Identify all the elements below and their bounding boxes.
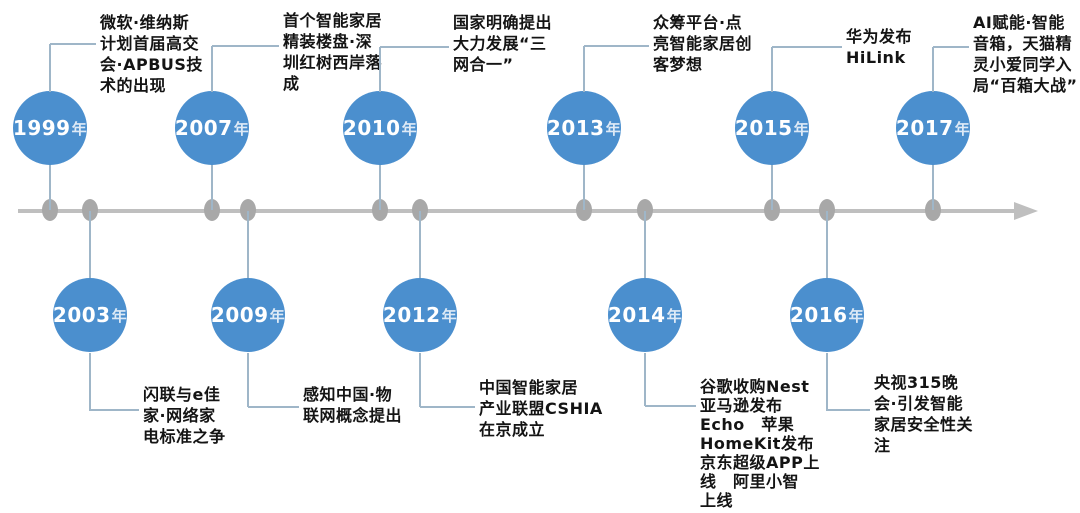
connector-horizontal xyxy=(420,406,475,408)
connector-stem xyxy=(89,211,91,278)
connector-stem xyxy=(644,211,646,278)
year-label: 2003 xyxy=(52,303,111,327)
axis-dot xyxy=(764,199,780,221)
year-suffix: 年 xyxy=(605,119,622,138)
axis-dot xyxy=(576,199,592,221)
connector-riser xyxy=(932,47,934,92)
axis-dot xyxy=(372,199,388,221)
axis-dot xyxy=(240,199,256,221)
connector-stem xyxy=(49,164,51,210)
year-suffix: 年 xyxy=(71,119,88,138)
connector-horizontal xyxy=(380,46,449,48)
connector-stem xyxy=(583,164,585,210)
connector-drop xyxy=(89,353,91,411)
connector-riser xyxy=(49,44,51,92)
event-note: AI赋能·智能 音箱，天猫精 灵小爱同学入 局“百箱大战” xyxy=(973,13,1078,95)
connector-horizontal xyxy=(827,409,870,411)
event-note: 微软·维纳斯 计划首届高交 会·APBUS技 术的出现 xyxy=(100,13,203,95)
connector-horizontal xyxy=(645,405,696,407)
timeline-axis xyxy=(18,209,1018,213)
event-note: 感知中国·物 联网概念提出 xyxy=(303,385,403,425)
connector-riser xyxy=(771,47,773,92)
connector-riser xyxy=(379,47,381,92)
connector-drop xyxy=(419,353,421,407)
year-suffix: 年 xyxy=(401,119,418,138)
axis-dot xyxy=(82,199,98,221)
year-suffix: 年 xyxy=(233,119,250,138)
year-suffix: 年 xyxy=(269,306,286,325)
year-suffix: 年 xyxy=(441,306,458,325)
axis-dot xyxy=(204,199,220,221)
year-label: 2012 xyxy=(382,303,441,327)
connector-horizontal xyxy=(933,46,969,48)
connector-drop xyxy=(644,353,646,406)
connector-horizontal xyxy=(90,409,139,411)
axis-dot xyxy=(925,199,941,221)
year-suffix: 年 xyxy=(666,306,683,325)
year-label: 2010 xyxy=(342,116,401,140)
year-label: 2009 xyxy=(210,303,269,327)
year-suffix: 年 xyxy=(954,119,971,138)
year-label: 2007 xyxy=(174,116,233,140)
connector-horizontal xyxy=(50,43,96,45)
event-note: 央视315晚 会·引发智能 家居安全性关 注 xyxy=(874,373,974,455)
connector-stem xyxy=(211,164,213,210)
axis-dot xyxy=(412,199,428,221)
year-suffix: 年 xyxy=(848,306,865,325)
event-note: 闪联与e佳 家·网络家 电标准之争 xyxy=(143,385,226,446)
year-label: 2015 xyxy=(734,116,793,140)
connector-horizontal xyxy=(584,45,649,47)
year-suffix: 年 xyxy=(111,306,128,325)
connector-stem xyxy=(379,164,381,210)
year-label: 2014 xyxy=(607,303,666,327)
connector-drop xyxy=(247,353,249,407)
year-suffix: 年 xyxy=(793,119,810,138)
event-note: 华为发布 HiLink xyxy=(846,27,913,67)
connector-stem xyxy=(771,164,773,210)
connector-stem xyxy=(932,164,934,210)
axis-dot xyxy=(42,199,58,221)
axis-dot xyxy=(637,199,653,221)
connector-riser xyxy=(211,46,213,92)
connector-stem xyxy=(419,211,421,278)
connector-stem xyxy=(247,211,249,278)
event-note: 国家明确提出 大力发展“三 网合一” xyxy=(453,13,553,74)
axis-arrow-icon xyxy=(1014,202,1038,220)
connector-horizontal xyxy=(772,46,842,48)
connector-horizontal xyxy=(248,406,299,408)
connector-drop xyxy=(826,353,828,411)
event-note: 首个智能家居 精装楼盘·深 圳红树西岸落 成 xyxy=(283,11,383,93)
year-label: 2016 xyxy=(789,303,848,327)
year-label: 2017 xyxy=(895,116,954,140)
connector-horizontal xyxy=(212,45,279,47)
year-label: 1999 xyxy=(12,116,71,140)
event-note: 众筹平台·点 亮智能家居创 客梦想 xyxy=(653,13,753,74)
connector-stem xyxy=(826,211,828,278)
event-note: 谷歌收购Nest 亚马逊发布 Echo 苹果 HomeKit发布 京东超级APP… xyxy=(700,377,820,510)
axis-dot xyxy=(819,199,835,221)
event-note: 中国智能家居 产业联盟CSHIA 在京成立 xyxy=(479,378,603,439)
year-label: 2013 xyxy=(546,116,605,140)
connector-riser xyxy=(583,46,585,92)
